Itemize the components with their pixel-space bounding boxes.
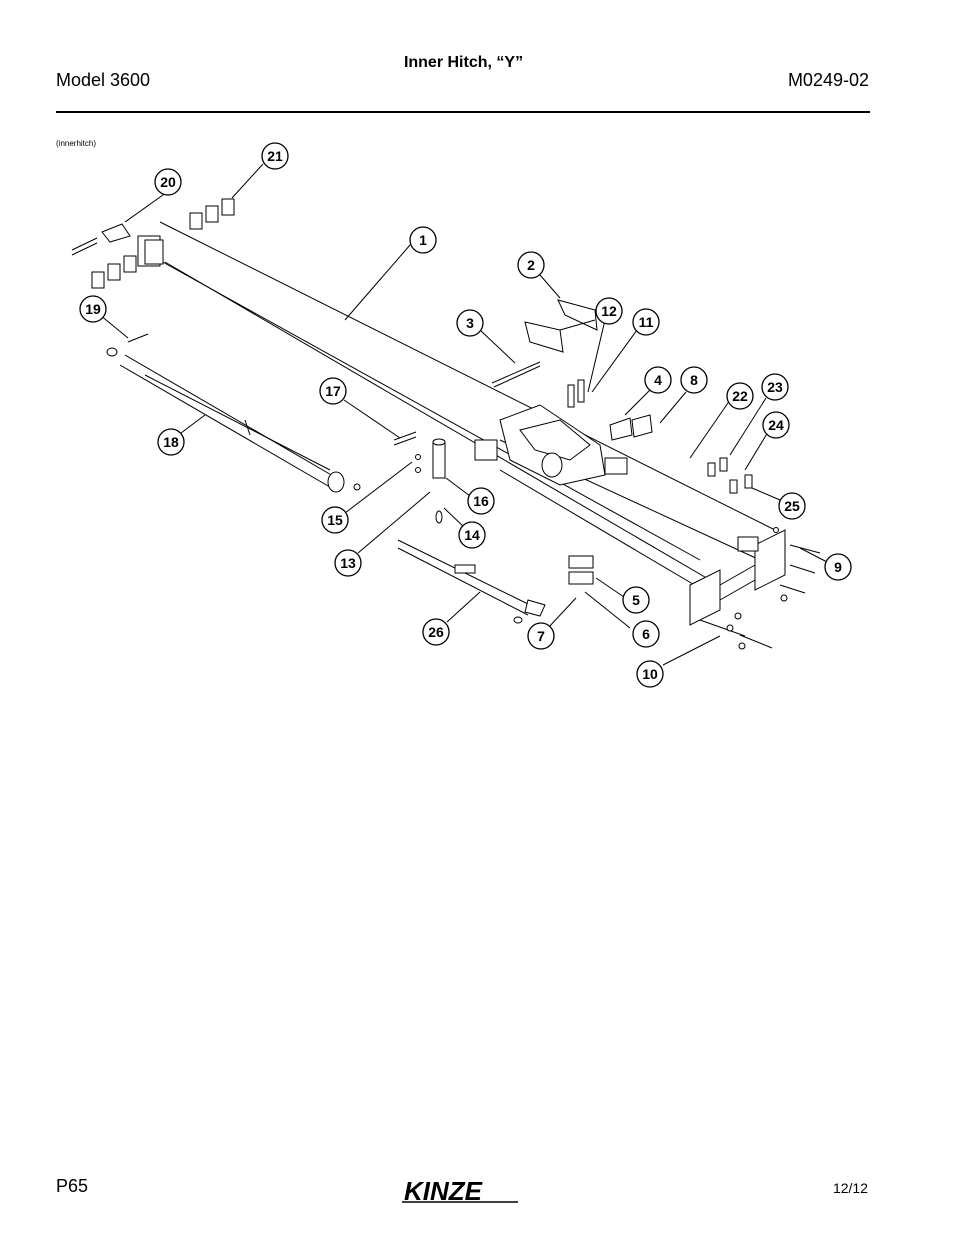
svg-text:3: 3 <box>466 315 474 331</box>
svg-text:26: 26 <box>428 624 444 640</box>
callout-22: 22 <box>726 382 754 410</box>
callout-19: 19 <box>79 295 107 323</box>
svg-text:10: 10 <box>642 666 658 682</box>
callout-18: 18 <box>157 428 185 456</box>
svg-text:7: 7 <box>537 628 545 644</box>
callout-13: 13 <box>334 549 362 577</box>
pins <box>71 237 541 446</box>
svg-text:9: 9 <box>834 559 842 575</box>
callout-4: 4 <box>644 366 672 394</box>
svg-text:1: 1 <box>419 232 427 248</box>
callout-7: 7 <box>527 622 555 650</box>
callout-21: 21 <box>261 142 289 170</box>
svg-text:24: 24 <box>768 417 784 433</box>
callout-17: 17 <box>319 377 347 405</box>
callout-14: 14 <box>458 521 486 549</box>
parts-diagram: 1 2 3 4 5 6 7 8 9 10 11 12 13 14 15 16 1… <box>71 142 852 688</box>
svg-text:25: 25 <box>784 498 800 514</box>
callout-23: 23 <box>761 373 789 401</box>
callout-3: 3 <box>456 309 484 337</box>
footer-date: 12/12 <box>832 1180 868 1196</box>
callout-10: 10 <box>636 660 664 688</box>
header-rule <box>56 111 870 113</box>
svg-text:11: 11 <box>639 314 654 330</box>
callout-26: 26 <box>422 618 450 646</box>
callout-11: 11 <box>632 308 660 336</box>
svg-text:2: 2 <box>527 257 535 273</box>
header-doc-number: M0249-02 <box>787 70 869 90</box>
callout-6: 6 <box>632 620 660 648</box>
header-model: Model 3600 <box>56 70 151 90</box>
svg-text:6: 6 <box>642 626 650 642</box>
page-title: Inner Hitch, “Y” <box>403 54 524 71</box>
svg-text:23: 23 <box>767 379 783 395</box>
coupler <box>353 438 446 524</box>
svg-text:8: 8 <box>690 372 698 388</box>
leader-lines <box>99 163 828 666</box>
footer-page-number: P65 <box>56 1176 89 1196</box>
svg-text:20: 20 <box>160 174 176 190</box>
callout-12: 12 <box>595 297 623 325</box>
figure-file-tag: (innerhitch) <box>56 139 97 148</box>
svg-text:15: 15 <box>327 512 343 528</box>
callout-15: 15 <box>321 506 349 534</box>
svg-text:5: 5 <box>632 592 640 608</box>
rear-plate <box>689 529 786 626</box>
callout-2: 2 <box>517 251 545 279</box>
svg-text:19: 19 <box>85 301 101 317</box>
svg-text:13: 13 <box>340 555 356 571</box>
callout-24: 24 <box>762 411 790 439</box>
callout-9: 9 <box>824 553 852 581</box>
kinze-logo: KINZE <box>402 1176 518 1205</box>
bolts <box>699 527 821 650</box>
callout-25: 25 <box>778 492 806 520</box>
callout-5: 5 <box>622 586 650 614</box>
callout-8: 8 <box>680 366 708 394</box>
svg-text:17: 17 <box>325 383 341 399</box>
hitch-tube <box>137 221 776 601</box>
hydraulic-cylinder <box>106 347 345 493</box>
callout-16: 16 <box>467 487 495 515</box>
callout-20: 20 <box>154 168 182 196</box>
svg-text:16: 16 <box>473 493 489 509</box>
chain-bar <box>397 539 546 624</box>
svg-text:12: 12 <box>601 303 617 319</box>
svg-text:KINZE: KINZE <box>404 1176 483 1205</box>
svg-text:4: 4 <box>654 372 662 388</box>
clevis-bracket <box>524 299 598 353</box>
svg-text:18: 18 <box>163 434 179 450</box>
shim-plates <box>91 198 753 585</box>
svg-text:14: 14 <box>464 527 480 543</box>
hitch-yoke <box>474 404 628 486</box>
svg-text:22: 22 <box>732 388 748 404</box>
svg-text:21: 21 <box>267 148 283 164</box>
callout-1: 1 <box>409 226 437 254</box>
